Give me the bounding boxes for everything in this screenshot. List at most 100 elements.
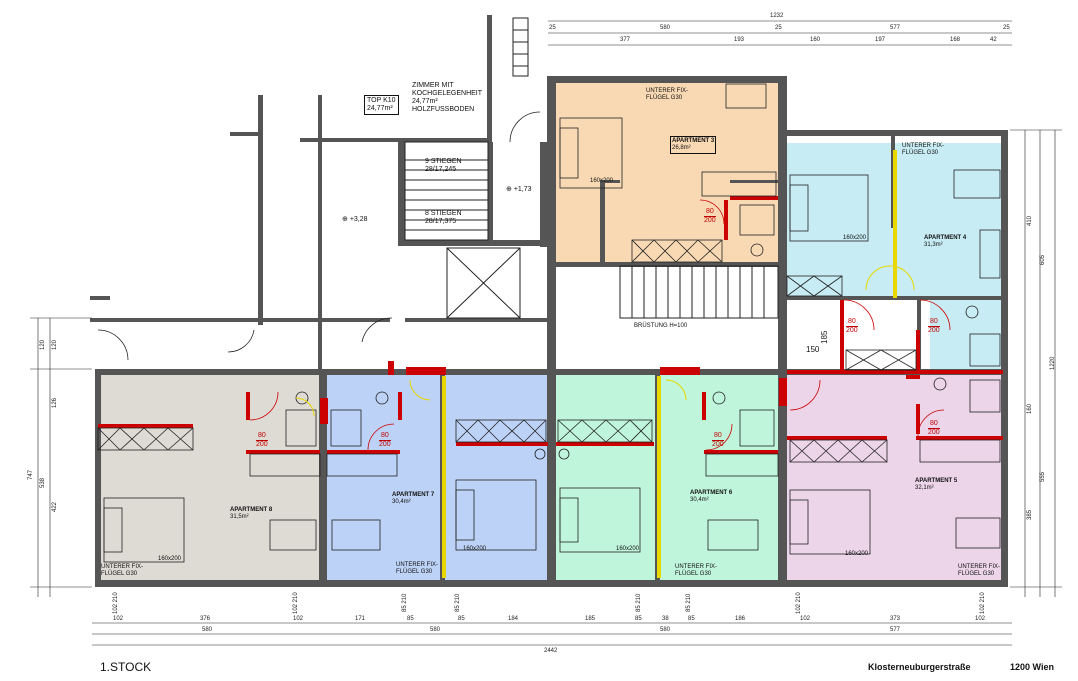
bed-size-apt7: 160x200 [463,546,487,552]
apartment-8-label: APARTMENT 8 31,5m² [230,507,272,521]
ff-line1: UNTERER FIX- [101,564,143,570]
dim-bottom-total: 2442 [544,648,558,654]
apartment-7-label: APARTMENT 7 30,4m² [392,492,434,506]
dim-bottom-102d: 102 [975,616,986,622]
fixfluegel-apt3: UNTERER FIX-FLÜGEL G30 [646,88,688,102]
top-k10-box: TOP K10 24,77m² [364,95,399,115]
win-h: 210 [113,592,119,603]
dim-bottom-577: 577 [890,627,901,633]
stairs-lower-label: 8 STIEGEN 28/17,375 [425,210,462,226]
apartment-3-label: APARTMENT 3 26,8m² [670,136,717,154]
dim-bottom-580-c: 580 [660,627,671,633]
ff-line2: FLÜGEL G30 [646,95,683,101]
dim-left-120a: 120 [40,339,46,350]
level-a-value: +1,73 [513,186,532,193]
apt8-area: 31,5m² [230,514,249,520]
dim-bottom-373: 373 [890,616,901,622]
stairs-upper-count: 9 STIEGEN [425,158,462,165]
apt5-name: APARTMENT 5 [915,478,958,484]
apt6-name: APARTMENT 6 [690,490,733,496]
dim-bottom-580-b: 580 [430,627,441,633]
ff-line1: UNTERER FIX- [675,564,717,570]
win-h: 210 [796,592,802,603]
dim-bottom-186: 186 [735,616,746,622]
door-width: 80 [928,318,940,327]
stairs-lower-count: 8 STIEGEN [425,210,462,217]
fixfluegel-apt4: UNTERER FIX-FLÜGEL G30 [902,143,944,157]
dim-top-577: 577 [890,25,901,31]
fixfluegel-apt5: UNTERER FIX-FLÜGEL G30 [958,564,1000,578]
sliding-doors [442,150,897,578]
dim-left-538: 538 [40,477,46,488]
fixfluegel-apt7: UNTERER FIX-FLÜGEL G30 [396,562,438,576]
win-w: 85 [455,605,461,612]
apt7-fill [327,374,547,580]
win-85-210-b: 85 210 [455,594,461,612]
dim-top-42: 42 [990,37,997,43]
apt8-name: APARTMENT 8 [230,507,273,513]
top-k10-area: 24,77m² [367,105,393,112]
ff-line1: UNTERER FIX- [902,143,944,149]
level-marker-a: ⊕ +1,73 [506,186,532,193]
door-width: 80 [379,432,391,441]
top-k10-name: TOP K10 [367,97,396,104]
win-h: 210 [402,593,408,604]
dim-right-total: 1220 [1050,356,1056,370]
apt3-area: 26,8m² [672,145,691,151]
dim-bottom-171: 171 [355,616,366,622]
yellow-swings [295,265,915,417]
fixfluegel-apt6: UNTERER FIX-FLÜGEL G30 [675,564,717,578]
door-height: 200 [379,441,391,448]
dim-right-385: 385 [1027,509,1033,520]
door-height: 200 [928,429,940,436]
door-height: 200 [256,441,268,448]
door-width: 80 [846,318,858,327]
dim-top-25a: 25 [549,25,556,31]
ff-line2: FLÜGEL G30 [396,569,433,575]
dim-bottom-85b: 85 [458,616,465,622]
dim-bottom-85c: 85 [635,616,642,622]
door-width: 80 [712,432,724,441]
win-h: 210 [686,593,692,604]
top-k10-desc: ZIMMER MIT KOCHGELEGENHEIT 24,77m² HOLZF… [412,82,482,114]
bed-size-apt3: 160x200 [590,178,614,184]
dim-top-25c: 25 [1003,25,1010,31]
dim-top-580: 580 [660,25,671,31]
dim-bottom-184: 184 [508,616,519,622]
apartment-6-label: APARTMENT 6 30,4m² [690,490,732,504]
door-height: 200 [928,327,940,334]
dim-left-126: 126 [52,397,58,408]
furniture [97,83,1001,563]
dim-bottom-376: 376 [200,616,211,622]
dim-right-555: 555 [1040,471,1046,482]
win-w: 85 [686,605,692,612]
street-label: Klosterneuburgerstraße [868,662,971,672]
win-102-210-c: 102 210 [796,592,802,614]
desc-line4: HOLZFUSSBODEN [412,106,475,113]
ff-line2: FLÜGEL G30 [902,150,939,156]
dim-bottom-38: 38 [662,616,669,622]
apt6-fill [556,374,778,580]
apt3-fill [556,83,778,264]
apt7-name: APARTMENT 7 [392,492,435,498]
dim-bottom-185: 185 [585,616,596,622]
win-h: 210 [980,592,986,603]
ff-line1: UNTERER FIX- [958,564,1000,570]
door-width: 80 [704,208,716,217]
ff-line2: FLÜGEL G30 [675,571,712,577]
corridor-185: 185 [820,330,829,344]
stairs-upper-dim: 28/17,245 [425,166,457,173]
door-width: 80 [256,432,268,441]
win-85-210-d: 85 210 [686,594,692,612]
win-85-210-a: 85 210 [402,594,408,612]
dim-bottom-102c: 102 [800,616,811,622]
win-w: 102 [796,603,802,614]
door-height: 200 [704,217,716,224]
ff-line2: FLÜGEL G30 [101,571,138,577]
win-102-210-b: 102 210 [293,592,299,614]
